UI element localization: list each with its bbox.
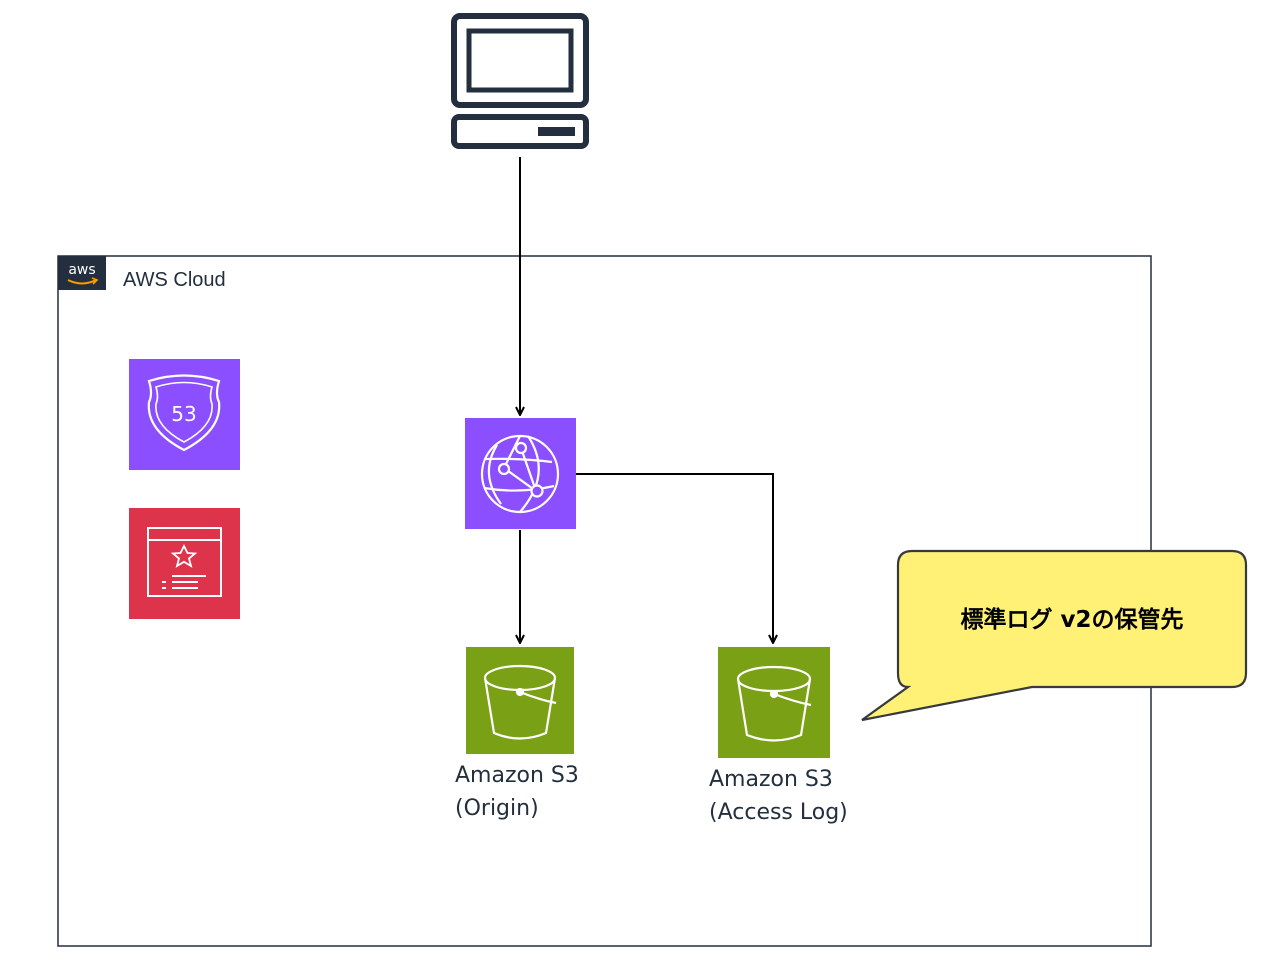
s3-origin-label-line1: Amazon S3 xyxy=(455,763,579,788)
edge-cloudfront-to-s3-log[interactable] xyxy=(576,473,773,643)
s3-log-icon[interactable] xyxy=(718,647,830,758)
aws-logo-icon: aws xyxy=(58,256,106,290)
cloudfront-icon[interactable] xyxy=(465,418,576,529)
certificate-manager-icon[interactable] xyxy=(129,508,240,619)
route53-shield-number: 53 xyxy=(171,402,196,426)
aws-cloud-label: AWS Cloud xyxy=(123,269,226,291)
aws-logo-text: aws xyxy=(68,262,95,278)
callout-shape xyxy=(861,549,1248,722)
route53-shield-outer xyxy=(147,374,221,452)
route53-tile xyxy=(129,359,240,470)
s3-origin-label-line2: (Origin) xyxy=(455,796,539,821)
acm-tile xyxy=(129,508,240,619)
callout-bubble[interactable]: 標準ログ v2の保管先 xyxy=(861,549,1248,722)
route53-shield-inner xyxy=(155,381,213,443)
s3-log-label-line1: Amazon S3 xyxy=(709,767,833,792)
desktop-computer-icon[interactable] xyxy=(451,13,589,149)
callout-text: 標準ログ v2の保管先 xyxy=(960,606,1183,633)
cloudfront-globe-icon xyxy=(480,434,560,514)
s3-bucket-icon xyxy=(483,664,557,740)
s3-bucket-icon xyxy=(736,665,812,742)
edges xyxy=(520,157,773,643)
s3-origin-tile xyxy=(466,647,574,754)
s3-log-label-line2: (Access Log) xyxy=(709,800,848,825)
star-icon xyxy=(170,543,198,568)
s3-origin-icon[interactable] xyxy=(466,647,574,754)
route53-icon[interactable]: 53 xyxy=(129,359,240,470)
